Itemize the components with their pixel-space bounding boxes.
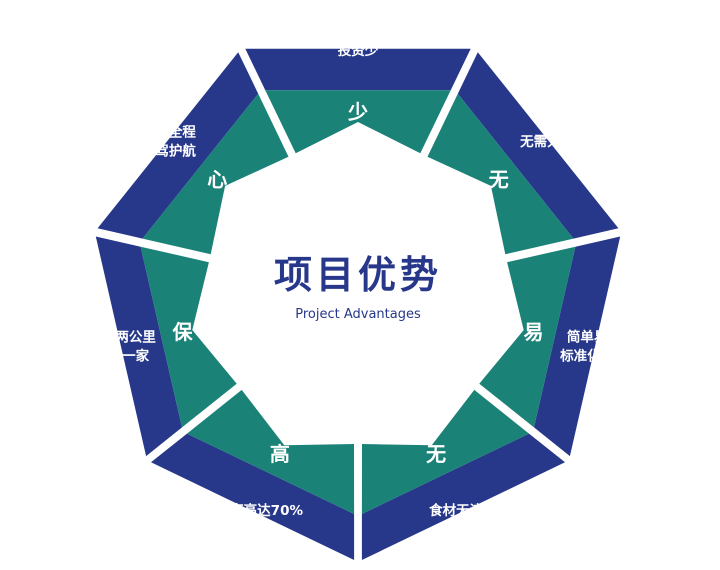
segment-label-line: 无需大厨: [519, 133, 574, 150]
segment-char: 易: [524, 320, 544, 344]
center-subtitle: Project Advantages: [295, 307, 421, 322]
segment-inner: [142, 93, 289, 255]
segment-char: 心: [207, 168, 227, 192]
segment-outer: [457, 52, 619, 239]
segment-inner: [479, 246, 576, 428]
segment-inner: [265, 90, 451, 154]
segment-label-line: 毛利率高达70%: [203, 502, 303, 519]
segment-char: 少: [347, 100, 368, 124]
segment-label-line: 投资少: [338, 42, 379, 59]
segment-label-line: 标准化操作: [559, 348, 628, 365]
segment-outer: [95, 236, 182, 457]
segment-inner: [187, 389, 355, 514]
center-title: 项目优势: [274, 253, 442, 297]
segment-char: 高: [270, 442, 290, 466]
segment-inner: [361, 389, 529, 514]
center-layer: 项目优势 Project Advantages: [274, 253, 442, 322]
segment-outer: [245, 48, 471, 91]
segment-upper-right: 无 无需大厨: [427, 52, 619, 255]
segment-outer: [361, 433, 565, 560]
segment-label-line: 只开一家: [95, 348, 149, 365]
segment-inner: [427, 93, 574, 255]
segment-label-line: 简单易学: [567, 329, 621, 346]
segment-label-line: 方圆两公里: [88, 329, 156, 346]
segment-label-line: 公司全程: [142, 124, 196, 141]
segment-outer: [97, 52, 259, 239]
segment-label-line: 食材无浪费: [429, 502, 497, 519]
segment-char: 保: [172, 320, 194, 344]
segment-char: 无: [426, 442, 446, 466]
segments-layer: 少投资少无无需大厨易简单易学标准化操作无食材无浪费高毛利率高达70%保方圆两公里…: [88, 42, 628, 560]
segment-outer: [151, 433, 355, 560]
segment-label-line: 保驾护航: [141, 143, 196, 160]
segment-outer: [534, 236, 621, 457]
segment-char: 无: [489, 168, 509, 192]
segment-inner: [140, 246, 237, 428]
